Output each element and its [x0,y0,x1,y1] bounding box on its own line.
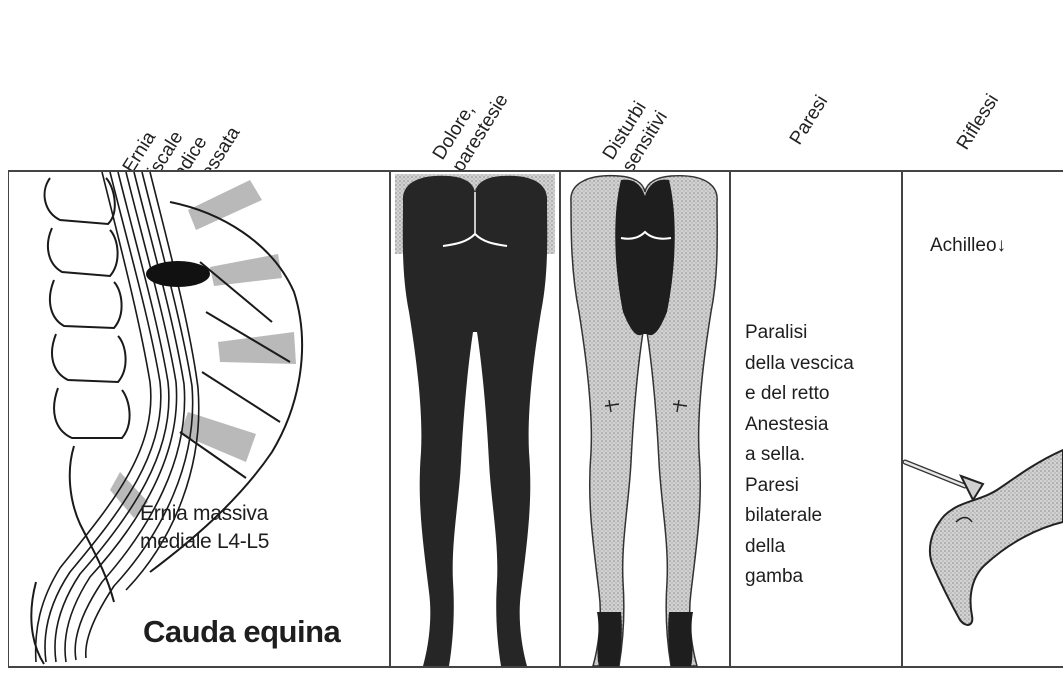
paresis-line: Paralisi [745,318,854,349]
header-paresis: Paresi [785,91,833,149]
header-sensory: Disturbi sensitivi [598,95,673,177]
legs-sensory-icon [561,172,729,666]
paresis-line: della vescica [745,349,854,380]
herniation-label: Ernia massiva mediale L4-L5 [140,500,269,556]
paresis-line: bilaterale [745,501,854,532]
header-reflex-line: Riflessi [952,90,1004,154]
legs-pain-icon [391,172,559,666]
spine-icon [10,172,390,666]
paresis-line: Anestesia [745,410,854,441]
achilles-reflex-label: Achilleo↓ [930,235,1006,257]
paresis-description: Paralisi della vescica e del retto Anest… [745,318,854,593]
paresis-line: e del retto [745,379,854,410]
herniation-label-line: mediale L4-L5 [140,528,269,556]
herniation-label-line: Ernia massiva [140,500,269,528]
paresis-line: della [745,532,854,563]
paresis-line: Paresi [745,471,854,502]
header-paresis-line: Paresi [785,91,833,149]
foot-icon [920,430,1063,630]
header-pain: Dolore, parestesie [428,78,513,177]
paresis-line: gamba [745,562,854,593]
header-reflex: Riflessi [952,90,1004,154]
paresis-line: a sella. [745,440,854,471]
cauda-equina-title: Cauda equina [143,614,340,650]
